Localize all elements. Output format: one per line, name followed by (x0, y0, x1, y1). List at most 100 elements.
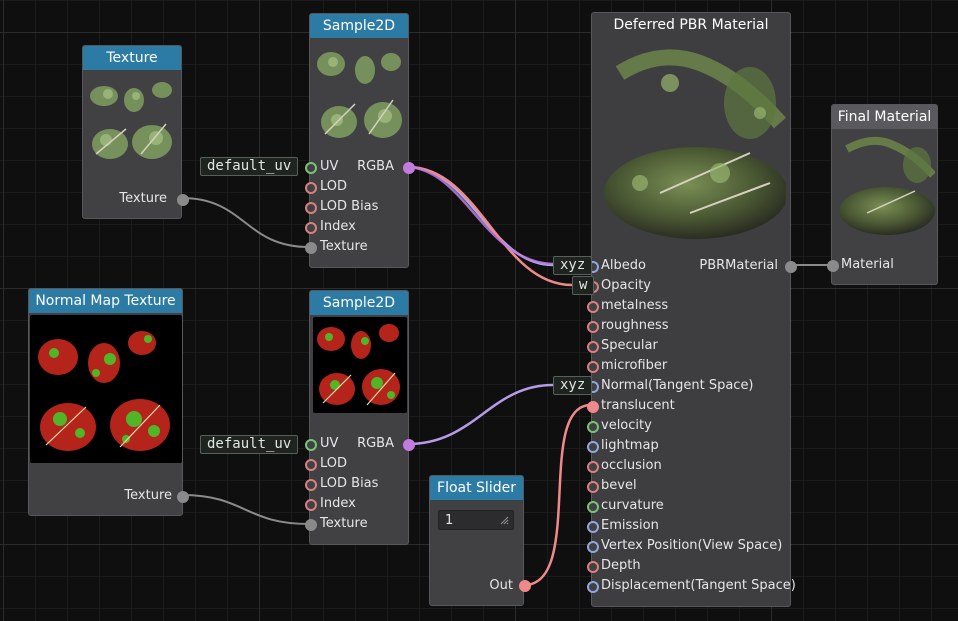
sample2d-top-texture-pin[interactable] (305, 242, 317, 254)
resize-grip-icon[interactable] (500, 516, 509, 525)
sample2d-top-rgba-row: RGBA (357, 157, 394, 177)
curvature-label: curvature (601, 498, 664, 513)
displacement-row: Displacement(Tangent Space) (601, 576, 796, 596)
emission-row: Emission (601, 516, 659, 536)
float-slider-input[interactable]: 1 (438, 510, 514, 530)
wire-rgba-to-opacity (407, 165, 573, 287)
roughness-label: roughness (601, 318, 669, 333)
pbr-output-row: PBRMaterial (699, 256, 778, 276)
sample2d-top-lodbias-pin[interactable] (305, 202, 317, 214)
sample2d-bottom-lod-pin[interactable] (305, 459, 317, 471)
microfiber-pin[interactable] (587, 361, 599, 373)
sample2d-top-lod-pin[interactable] (305, 182, 317, 194)
float-slider-node[interactable]: Float Slider 1 Out (429, 475, 531, 606)
albedo-row: Albedo (601, 256, 646, 276)
normal-map-title[interactable]: Normal Map Texture (29, 289, 182, 313)
velocity-pin[interactable] (587, 421, 599, 433)
opacity-swizzle-tag[interactable]: w (572, 276, 595, 295)
float-slider-title[interactable]: Float Slider (430, 476, 523, 500)
depth-label: Depth (601, 558, 641, 573)
sample2d-top-uv-pin[interactable] (305, 162, 317, 174)
sample2d-top-index-row: Index (320, 217, 356, 237)
sample2d-bottom-index-row: Index (320, 494, 356, 514)
sample2d-top-uv-row: UV (320, 157, 338, 177)
out-label: Out (489, 578, 513, 593)
specular-pin[interactable] (587, 341, 599, 353)
displacement-label: Displacement(Tangent Space) (601, 578, 796, 593)
sample2d-top-index-pin[interactable] (305, 222, 317, 234)
depth-row: Depth (601, 556, 641, 576)
metalness-pin[interactable] (587, 301, 599, 313)
float-slider-value: 1 (445, 513, 454, 528)
texture-node-title[interactable]: Texture (83, 46, 181, 70)
sample2d-top-rgba-pin[interactable] (403, 162, 415, 174)
default-uv-tag-bottom[interactable]: default_uv (200, 435, 299, 454)
sample2d-top-title[interactable]: Sample2D (310, 14, 408, 38)
sample2d-bottom-texture-row: Texture (320, 514, 368, 534)
velocity-label: velocity (601, 418, 652, 433)
lightmap-pin[interactable] (587, 441, 599, 453)
depth-pin[interactable] (587, 561, 599, 573)
final-material-input-row: Material (841, 255, 894, 275)
float-slider-output-pin[interactable] (519, 580, 531, 592)
vertex-position-label: Vertex Position(View Space) (601, 538, 783, 553)
bevel-label: bevel (601, 478, 637, 493)
sample2d-top-lodbias-row: LOD Bias (320, 197, 378, 217)
wire-normal-to-sample-bottom (181, 494, 310, 525)
pbr-output-label: PBRMaterial (699, 258, 778, 273)
translucent-label: translucent (601, 398, 675, 413)
texture-output-label: Texture (119, 191, 167, 206)
curvature-pin[interactable] (587, 501, 599, 513)
final-material-preview (837, 133, 935, 237)
bevel-row: bevel (601, 476, 637, 496)
rgba-label: RGBA (357, 436, 394, 451)
emission-label: Emission (601, 518, 659, 533)
sample2d-bottom-lodbias-row: LOD Bias (320, 474, 378, 494)
vertex-position-pin[interactable] (587, 541, 599, 553)
emission-pin[interactable] (587, 521, 599, 533)
wire-rgba-to-normal (407, 383, 554, 446)
sample2d-top-node[interactable]: Sample2D UV LOD LOD Bias Index Texture R… (305, 13, 415, 268)
texture-node[interactable]: Texture Texture (82, 45, 189, 219)
curvature-row: curvature (601, 496, 664, 516)
translucent-pin[interactable] (587, 401, 599, 413)
lod-bias-label: LOD Bias (320, 199, 379, 214)
wire-slider-to-translucent (523, 403, 592, 587)
displacement-pin[interactable] (587, 581, 599, 593)
albedo-swizzle-tag[interactable]: xyz (553, 256, 593, 275)
normal-swizzle-tag[interactable]: xyz (553, 376, 593, 395)
occlusion-row: occlusion (601, 456, 662, 476)
bevel-pin[interactable] (587, 481, 599, 493)
sample2d-top-preview (313, 42, 405, 152)
final-material-node[interactable]: Final Material Material (827, 104, 938, 285)
sample2d-bottom-lodbias-pin[interactable] (305, 479, 317, 491)
pbr-material-title[interactable]: Deferred PBR Material (613, 17, 769, 33)
normal-map-thumbnail (30, 315, 182, 463)
sample2d-bottom-uv-pin[interactable] (305, 439, 317, 451)
sample2d-bottom-preview (313, 317, 407, 413)
occlusion-label: occlusion (601, 458, 662, 473)
sample2d-bottom-texture-pin[interactable] (305, 519, 317, 531)
index-label: Index (320, 496, 356, 511)
deferred-pbr-material-node[interactable]: Deferred PBR Material Albedo Opacity met… (587, 12, 797, 607)
sample2d-bottom-node[interactable]: Sample2D UV LOD LOD Bias Index Texture R… (305, 290, 415, 545)
final-material-input-pin[interactable] (827, 260, 839, 272)
sample2d-bottom-title[interactable]: Sample2D (310, 291, 408, 315)
sample2d-bottom-index-pin[interactable] (305, 499, 317, 511)
default-uv-tag-top[interactable]: default_uv (200, 157, 299, 176)
normal-map-texture-node[interactable]: Normal Map Texture Texture (28, 288, 189, 516)
roughness-row: roughness (601, 316, 669, 336)
vertex-position-row: Vertex Position(View Space) (601, 536, 782, 556)
sample2d-bottom-rgba-pin[interactable] (403, 439, 415, 451)
translucent-row: translucent (601, 396, 675, 416)
roughness-pin[interactable] (587, 321, 599, 333)
final-material-title[interactable]: Final Material (832, 105, 937, 129)
pbr-output-pin[interactable] (785, 261, 797, 273)
texture-output-pin[interactable] (177, 194, 189, 206)
velocity-row: velocity (601, 416, 652, 436)
pbr-sphere-preview (600, 43, 786, 239)
occlusion-pin[interactable] (587, 461, 599, 473)
normal-map-output-pin[interactable] (177, 491, 189, 503)
lod-bias-label: LOD Bias (320, 476, 379, 491)
lod-label: LOD (320, 179, 348, 194)
